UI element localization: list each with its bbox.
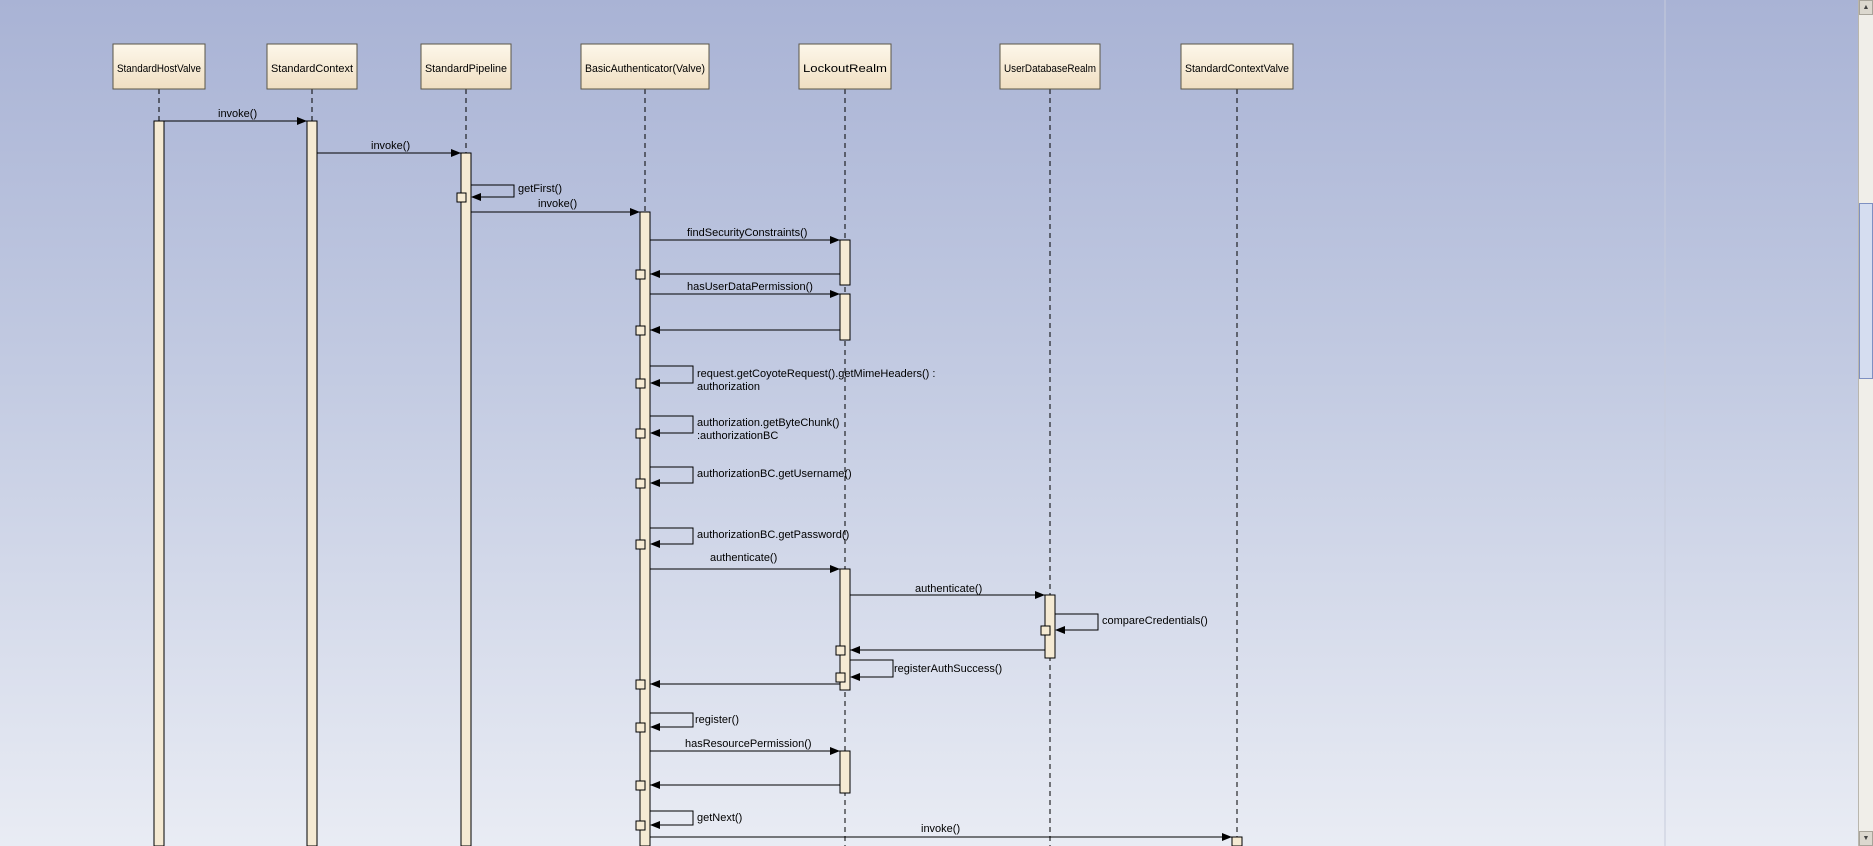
arrowhead-icon [850, 673, 860, 681]
arrowhead-icon [650, 270, 660, 278]
arrowhead-icon [1055, 626, 1065, 634]
self-call-label: :authorizationBC [697, 430, 778, 442]
nested-activation-square [1040, 625, 1051, 636]
call-message-label: hasUserDataPermission() [687, 281, 813, 293]
arrowhead-icon [650, 680, 660, 688]
self-call-label: authorizationBC.getPassword() [697, 529, 849, 541]
lifeline-head-3[interactable] [580, 43, 710, 90]
call-message-label: invoke() [218, 108, 257, 120]
self-call-line [1055, 613, 1099, 631]
activation-bar [639, 211, 651, 846]
self-call-label: authorizationBC.getUsername() [697, 468, 852, 480]
lifeline-name: StandardPipeline [425, 63, 507, 75]
activation-bar [153, 120, 165, 846]
nested-activation-square [635, 478, 646, 489]
arrowhead-icon [650, 540, 660, 548]
lifeline-name: StandardContextValve [1185, 63, 1289, 75]
activation-bar [1231, 836, 1243, 846]
nested-activation-square [835, 672, 846, 683]
lifeline-head-2[interactable] [420, 43, 512, 90]
arrowhead-icon [830, 290, 840, 298]
call-message-label: invoke() [921, 823, 960, 835]
nested-activation-square [835, 645, 846, 656]
nested-activation-square [635, 269, 646, 280]
arrowhead-icon [650, 379, 660, 387]
nested-activation-square [635, 780, 646, 791]
nested-activation-square [635, 722, 646, 733]
lifeline-name: StandardContext [271, 63, 353, 75]
lifeline-head-0[interactable] [112, 43, 206, 90]
arrowhead-icon [650, 781, 660, 789]
activation-bar [839, 293, 851, 341]
lifeline-head-4[interactable] [798, 43, 892, 90]
lifeline-name: UserDatabaseRealm [1004, 63, 1096, 75]
call-message-label: invoke() [371, 140, 410, 152]
self-call-label: authorization [697, 381, 760, 393]
self-call-label: getFirst() [518, 183, 562, 195]
nested-activation-square [635, 428, 646, 439]
arrowhead-icon [650, 429, 660, 437]
self-call-line [650, 415, 694, 434]
scrollbar-thumb[interactable] [1859, 203, 1873, 379]
lifeline-name: LockoutRealm [803, 63, 887, 75]
self-call-line [650, 810, 694, 826]
arrowhead-icon [830, 565, 840, 573]
activation-bar [839, 568, 851, 691]
self-call-label: getNext() [697, 812, 742, 824]
activation-bar [306, 120, 318, 846]
call-message-label: authenticate() [710, 552, 777, 564]
nested-activation-square [635, 820, 646, 831]
arrowhead-icon [830, 747, 840, 755]
arrowhead-icon [850, 646, 860, 654]
lifeline-head-1[interactable] [266, 43, 358, 90]
arrowhead-icon [650, 723, 660, 731]
arrowhead-icon [471, 193, 481, 201]
self-call-line [650, 466, 694, 484]
arrowhead-icon [451, 149, 461, 157]
self-call-line [471, 184, 515, 198]
call-message-label: findSecurityConstraints() [687, 227, 807, 239]
arrowhead-icon [297, 117, 307, 125]
nested-activation-square [635, 679, 646, 690]
call-message-label: invoke() [538, 198, 577, 210]
vertical-scrollbar[interactable]: ▲ ▼ [1858, 0, 1873, 846]
self-call-label: compareCredentials() [1102, 615, 1208, 627]
arrowhead-icon [650, 821, 660, 829]
self-call-line [650, 365, 694, 384]
lifeline-head-6[interactable] [1180, 43, 1294, 90]
nested-activation-square [635, 325, 646, 336]
call-message-label: authenticate() [915, 583, 982, 595]
self-call-label: registerAuthSuccess() [894, 663, 1002, 675]
arrowhead-icon [830, 236, 840, 244]
arrowhead-icon [650, 326, 660, 334]
self-call-line [850, 659, 894, 678]
self-call-line [650, 527, 694, 545]
arrowhead-icon [650, 479, 660, 487]
arrowhead-icon [1035, 591, 1045, 599]
lifeline-name: BasicAuthenticator(Valve) [585, 63, 705, 75]
arrowhead-icon [630, 208, 640, 216]
call-message-label: hasResourcePermission() [685, 738, 812, 750]
lifeline-name: StandardHostValve [117, 63, 201, 75]
nested-activation-square [635, 378, 646, 389]
nested-activation-square [635, 539, 646, 550]
activation-bar [839, 239, 851, 286]
self-call-label: register() [695, 714, 739, 726]
self-call-line [650, 712, 694, 728]
scroll-down-button[interactable]: ▼ [1859, 831, 1873, 846]
activation-bar [839, 750, 851, 794]
lifeline-head-5[interactable] [999, 43, 1101, 90]
arrowhead-icon [1222, 833, 1232, 841]
self-call-label: request.getCoyoteRequest().getMimeHeader… [697, 368, 935, 380]
scroll-up-button[interactable]: ▲ [1859, 0, 1873, 15]
activation-bar [460, 152, 472, 846]
self-call-label: authorization.getByteChunk() [697, 417, 839, 429]
nested-activation-square [456, 192, 467, 203]
